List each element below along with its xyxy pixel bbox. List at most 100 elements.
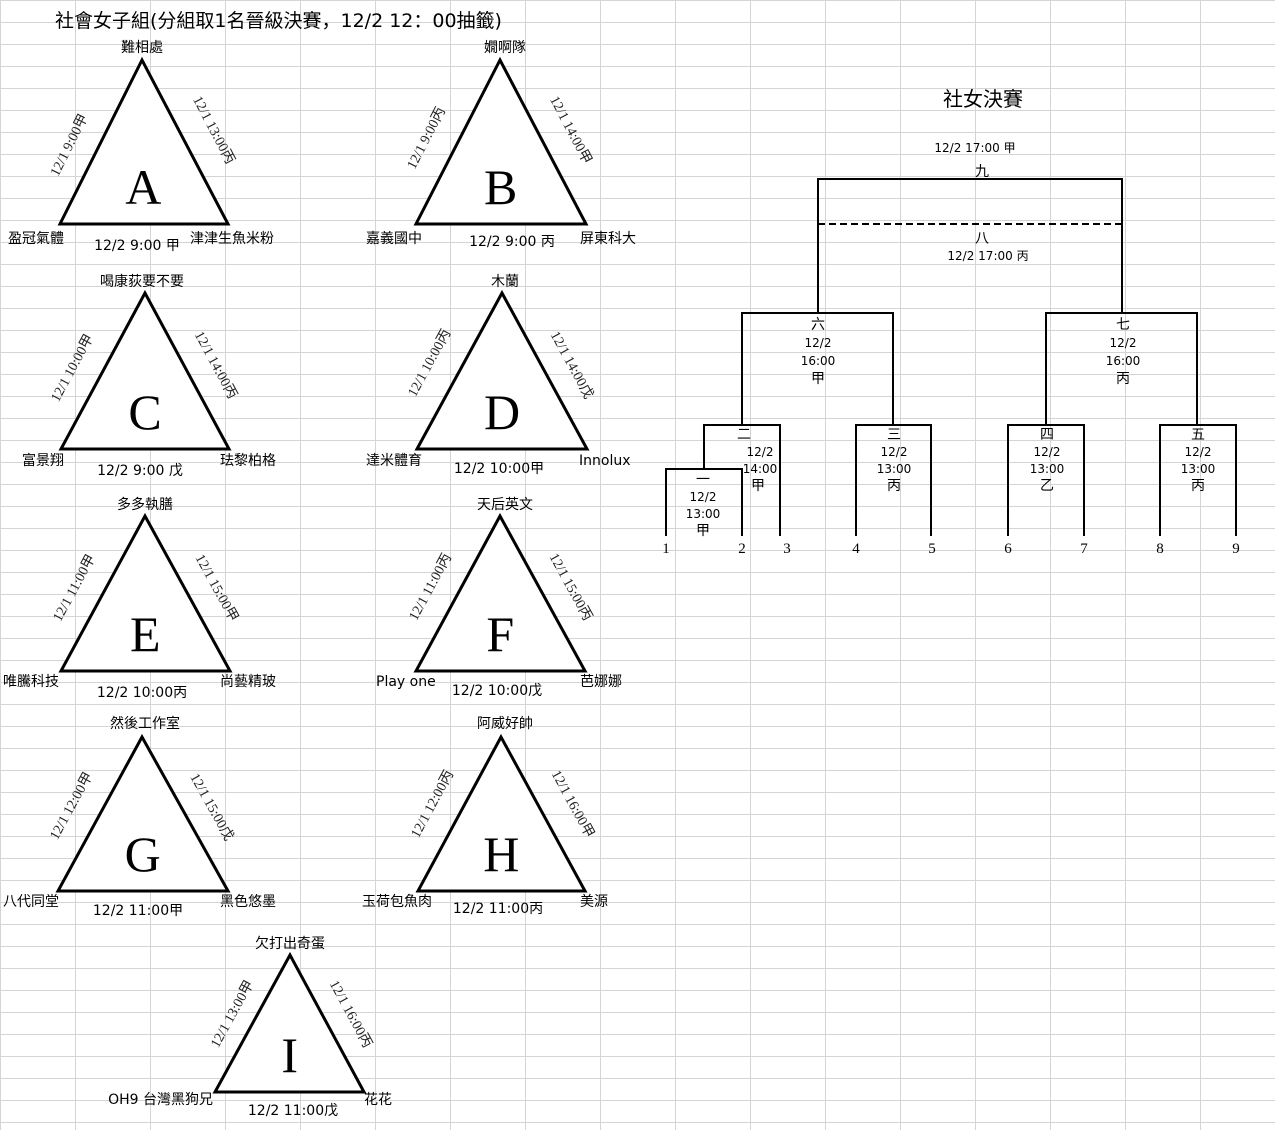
third-place-time: 12/2 17:00 丙 bbox=[947, 249, 1028, 263]
match-time: 16:00 bbox=[801, 354, 836, 368]
team-top: 多多執膳 bbox=[117, 496, 173, 513]
team-left: 富景翔 bbox=[22, 452, 64, 469]
right-side-match-time: 12/1 14:00甲 bbox=[546, 94, 594, 167]
match-label: 二 bbox=[737, 427, 751, 443]
left-side-match-time: 12/1 9:00甲 bbox=[48, 112, 92, 179]
seed-slot-3: 3 bbox=[783, 541, 791, 557]
seed-slot-9: 9 bbox=[1232, 541, 1240, 557]
team-right: 津津生魚米粉 bbox=[190, 231, 274, 247]
match-date: 12/2 bbox=[805, 336, 832, 350]
group-triangle bbox=[58, 289, 232, 451]
match-label: 四 bbox=[1040, 427, 1054, 443]
team-left: 盈冠氣體 bbox=[8, 231, 64, 247]
match-time: 16:00 bbox=[1106, 354, 1141, 368]
group-letter: B bbox=[484, 159, 517, 215]
match-date: 12/2 bbox=[1185, 445, 1212, 459]
team-top: 木蘭 bbox=[491, 274, 519, 290]
team-right: 屏東科大 bbox=[580, 231, 636, 247]
bottom-match-time: 12/2 11:00丙 bbox=[453, 901, 543, 917]
final-label: 九 bbox=[975, 164, 989, 180]
group-letter: D bbox=[484, 384, 520, 440]
match-4: 四12/213:00乙 bbox=[1030, 427, 1065, 494]
team-top: 天后英文 bbox=[477, 496, 533, 513]
team-top: 欠打出奇蛋 bbox=[255, 935, 325, 952]
bottom-match-time: 12/2 9:00 甲 bbox=[94, 238, 180, 254]
group-letter: G bbox=[125, 826, 161, 882]
seed-slot-7: 7 bbox=[1080, 541, 1088, 557]
group-letter: I bbox=[281, 1027, 298, 1083]
team-left: 玉荷包魚肉 bbox=[362, 894, 432, 910]
match-court: 乙 bbox=[1040, 478, 1054, 494]
group-triangle bbox=[415, 733, 588, 893]
match-date: 12/2 bbox=[747, 445, 774, 459]
match-court: 丙 bbox=[887, 478, 901, 494]
bottom-match-time: 12/2 10:00甲 bbox=[454, 461, 544, 477]
seed-slot-4: 4 bbox=[852, 541, 860, 557]
match-court: 甲 bbox=[811, 371, 825, 387]
bracket-line bbox=[817, 178, 1123, 312]
group-triangle bbox=[58, 512, 233, 673]
match-label: 五 bbox=[1191, 427, 1205, 443]
match-court: 丙 bbox=[1116, 371, 1130, 387]
group-letter: A bbox=[125, 159, 161, 215]
team-right: 尚藝精玻 bbox=[220, 674, 276, 690]
bottom-match-time: 12/2 10:00丙 bbox=[97, 685, 187, 701]
bracket-line bbox=[1045, 312, 1198, 424]
match-date: 12/2 bbox=[1110, 336, 1137, 350]
bracket-line bbox=[1007, 424, 1085, 536]
group-letter: F bbox=[486, 606, 514, 662]
bottom-match-time: 12/2 10:00戊 bbox=[452, 683, 542, 699]
match-time: 13:00 bbox=[877, 462, 912, 476]
match-2: 二 12/2 14:00 甲 bbox=[737, 427, 777, 494]
left-side-match-time: 12/1 9:00丙 bbox=[405, 105, 449, 172]
match-court: 甲 bbox=[751, 478, 765, 494]
match-6: 六12/216:00甲 bbox=[801, 317, 836, 387]
seed-slot-1: 1 bbox=[662, 541, 670, 557]
team-right: Innolux bbox=[579, 453, 631, 469]
bottom-match-time: 12/2 9:00 戊 bbox=[97, 463, 183, 479]
match-time: 13:00 bbox=[1030, 462, 1065, 476]
team-right: 珐黎柏格 bbox=[220, 453, 276, 469]
right-side-match-time: 12/1 13:00丙 bbox=[189, 94, 237, 167]
third-place-label: 八 bbox=[975, 231, 989, 247]
seed-slot-5: 5 bbox=[928, 541, 936, 557]
bracket-title: 社女決賽 bbox=[943, 87, 1023, 111]
bottom-match-time: 12/2 11:00戊 bbox=[248, 1103, 338, 1119]
match-label: 七 bbox=[1116, 317, 1130, 333]
team-top: 然後工作室 bbox=[110, 715, 180, 732]
match-label: 三 bbox=[887, 427, 901, 443]
match-time: 13:00 bbox=[686, 507, 721, 521]
group-letter: E bbox=[130, 606, 161, 662]
group-triangle bbox=[57, 56, 231, 226]
team-right: 芭娜娜 bbox=[580, 673, 622, 690]
team-left: 達米體育 bbox=[366, 453, 422, 469]
match-7: 七 12/2 16:00 丙 bbox=[1106, 317, 1141, 387]
seed-slot-8: 8 bbox=[1156, 541, 1164, 557]
match-time: 14:00 bbox=[743, 462, 778, 476]
team-top: 阿威好帥 bbox=[477, 716, 533, 732]
group-triangle bbox=[413, 56, 589, 226]
group-triangle bbox=[414, 289, 590, 451]
bracket-line bbox=[741, 312, 894, 424]
bracket-line bbox=[1159, 424, 1237, 536]
team-left: 嘉義國中 bbox=[366, 230, 422, 247]
team-left: OH9 台灣黑狗兄 bbox=[108, 1092, 213, 1108]
match-date: 12/2 bbox=[881, 445, 908, 459]
team-right: 花花 bbox=[364, 1092, 392, 1108]
match-date: 12/2 bbox=[690, 490, 717, 504]
match-court: 甲 bbox=[696, 523, 710, 539]
team-top: 嫺啊隊 bbox=[484, 40, 526, 56]
bracket-line bbox=[665, 468, 743, 536]
page-title: 社會女子組(分組取1名晉級決賽，12/2 12：00抽籤) bbox=[55, 10, 502, 32]
bottom-match-time: 12/2 11:00甲 bbox=[93, 903, 183, 919]
